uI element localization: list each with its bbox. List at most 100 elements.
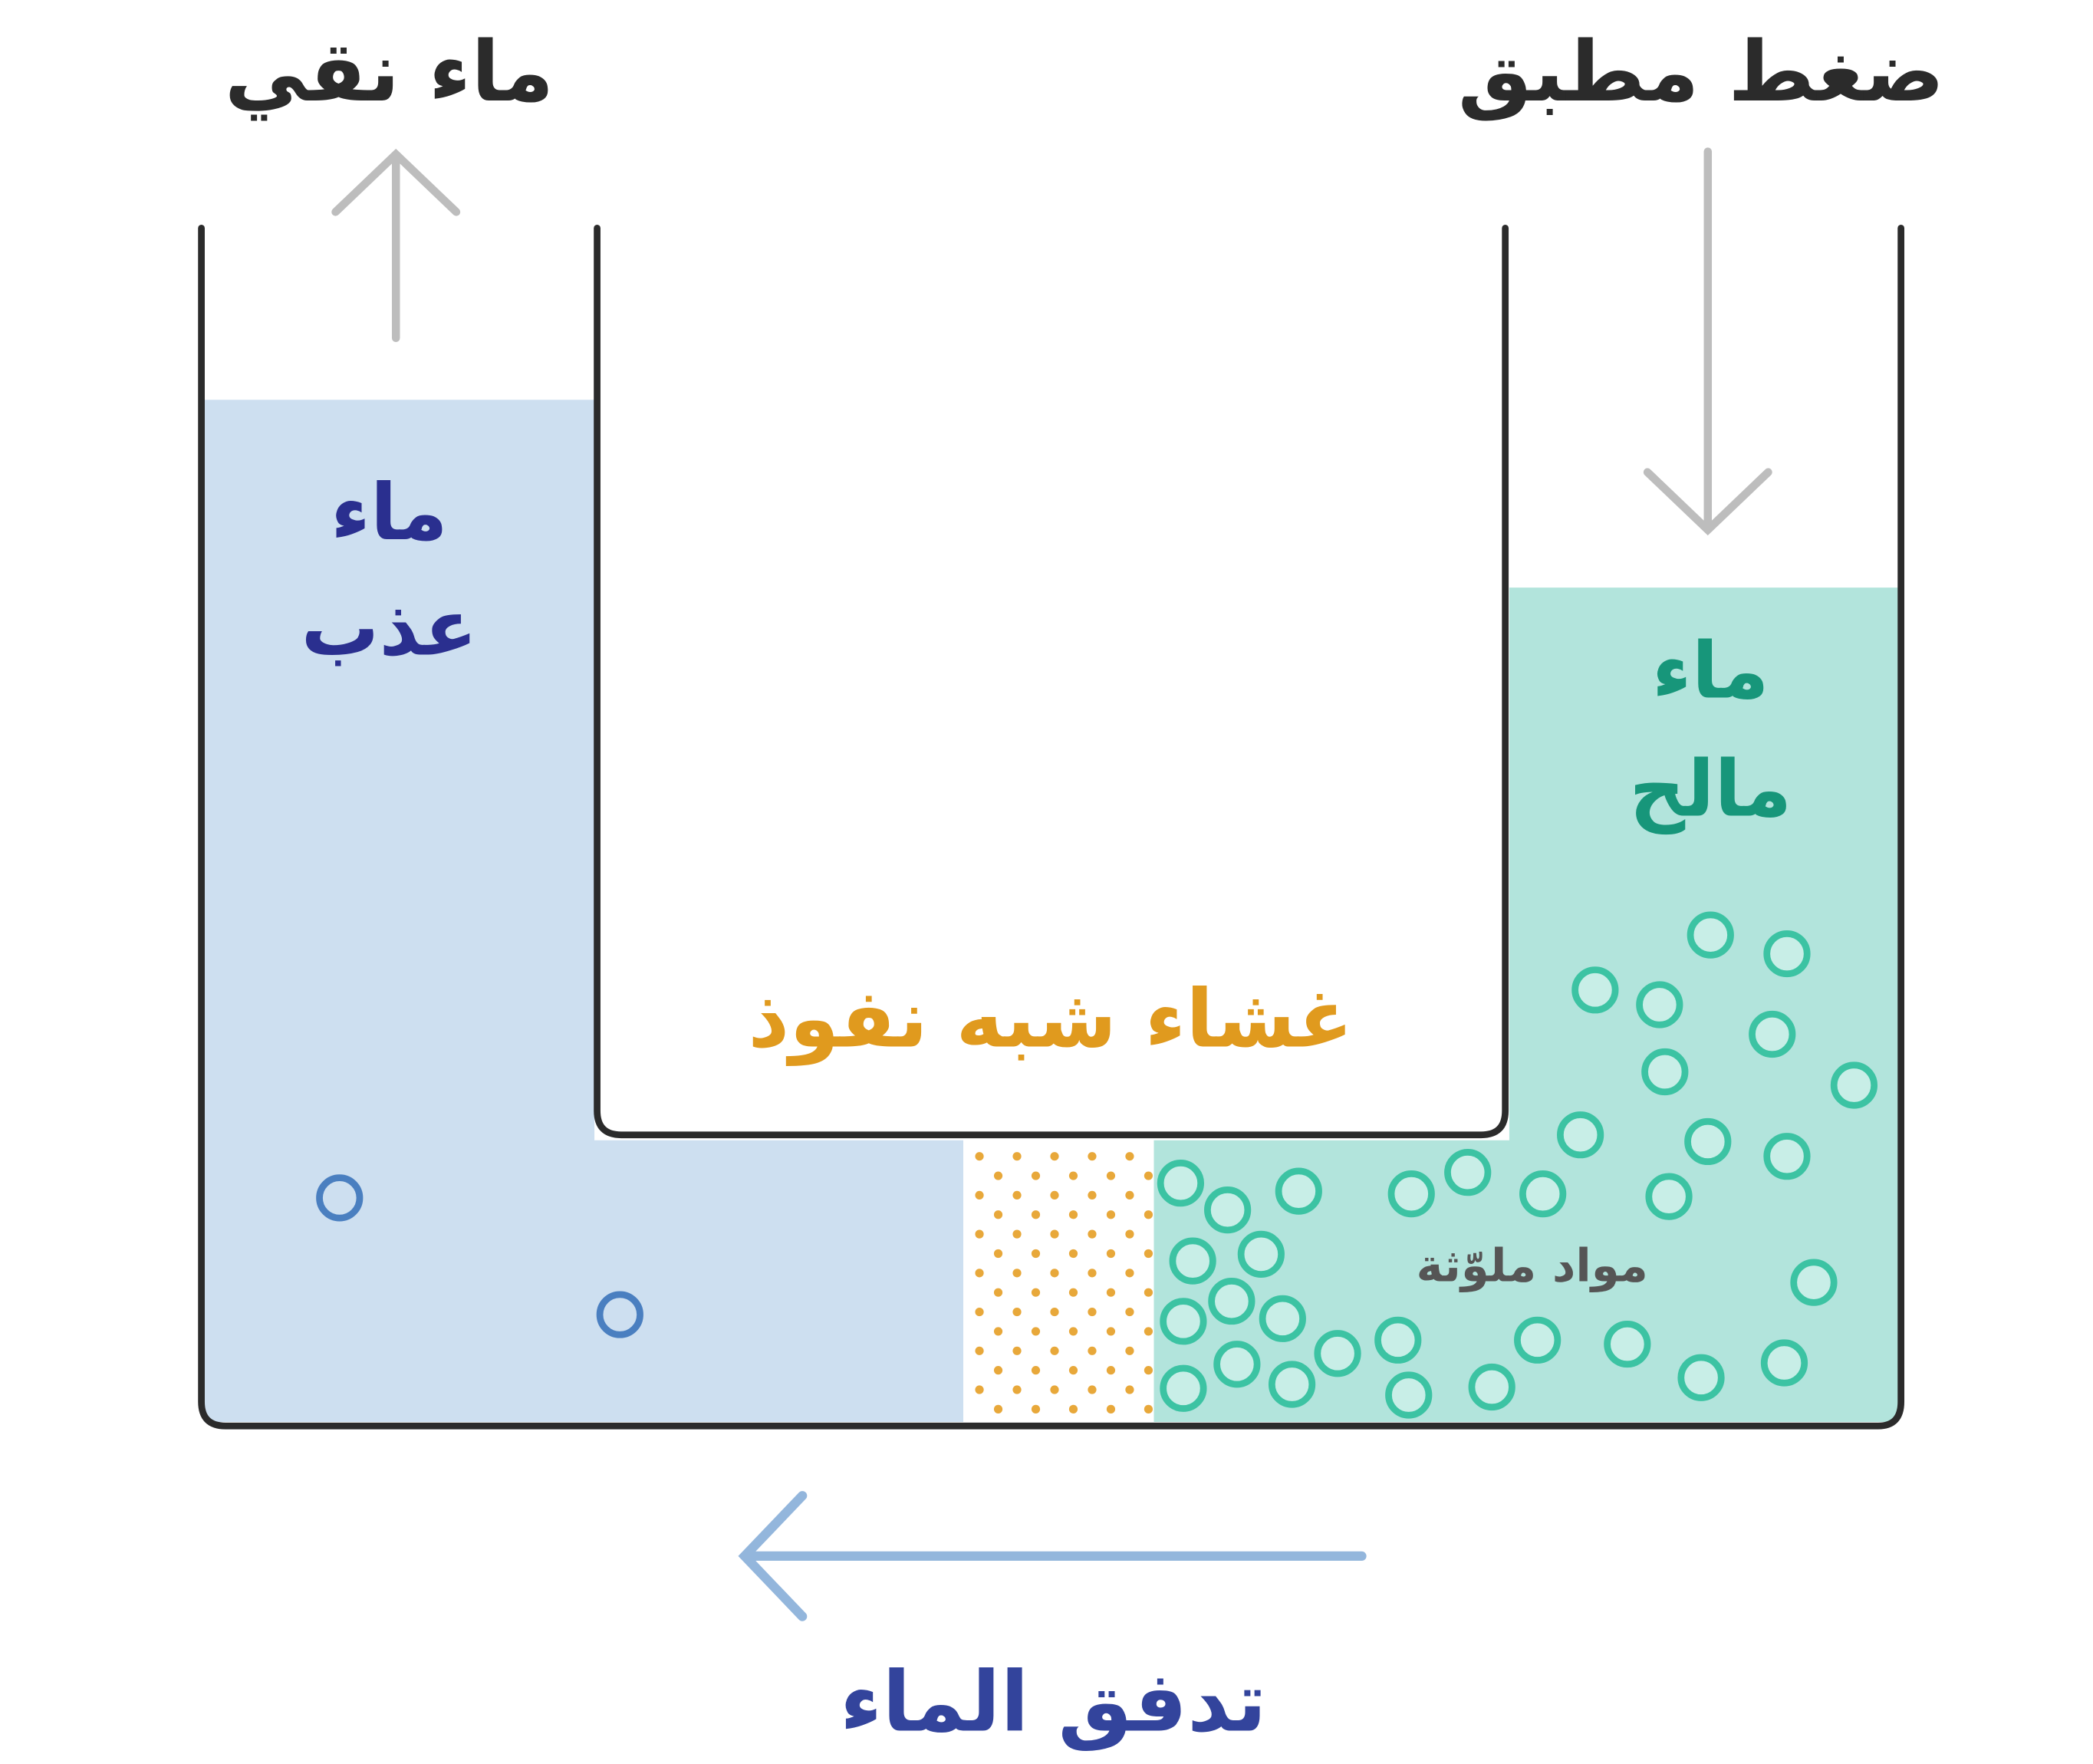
membrane-pore (1106, 1210, 1116, 1219)
membrane-pore (1050, 1346, 1059, 1355)
contaminant-particle (1687, 911, 1734, 959)
membrane-pore (975, 1385, 984, 1394)
membrane-pore (1031, 1210, 1041, 1219)
membrane-pore (1068, 1249, 1078, 1259)
container-outer-wall (198, 224, 1905, 1430)
contaminant-particle (1268, 1361, 1316, 1408)
membrane-pore (1125, 1190, 1134, 1200)
contaminant-particle (1374, 1316, 1422, 1364)
contaminant-particle (1213, 1341, 1261, 1388)
membrane-pore (975, 1229, 984, 1239)
membrane-pore (975, 1190, 984, 1200)
membrane-pore (1012, 1307, 1022, 1317)
membrane-pore (1068, 1366, 1078, 1375)
membrane-pore (1125, 1152, 1134, 1161)
salt-water-label-line2: مالح (1629, 743, 1792, 834)
membrane-pore (1050, 1152, 1059, 1161)
membrane-pore (1031, 1288, 1041, 1297)
membrane-pore (1144, 1171, 1153, 1180)
contaminant-particle (1514, 1316, 1562, 1364)
contaminant-particle (1790, 1259, 1838, 1306)
membrane-pore (1088, 1190, 1097, 1200)
applied-pressure-label: ضغط مطبق (1458, 23, 1945, 121)
membrane-pore (1031, 1249, 1041, 1259)
arrow-up-icon (331, 148, 461, 343)
contaminant-particle (1314, 1330, 1361, 1377)
contaminant-particle (1684, 1117, 1732, 1166)
fresh-water-region (204, 400, 964, 1422)
fresh-water-particle (316, 1174, 364, 1222)
membrane-pore (1012, 1269, 1022, 1278)
membrane-pore (1050, 1229, 1059, 1239)
salt-water-label-line1: ماء (1652, 626, 1769, 716)
membrane-pore (1106, 1404, 1116, 1414)
contaminant-particle (1385, 1371, 1433, 1419)
pure-water-label: ماء نقي (225, 23, 555, 120)
membrane-pore (1125, 1307, 1134, 1317)
membrane-pore (1050, 1307, 1059, 1317)
membrane-pore (1125, 1269, 1134, 1278)
membrane-pore (1088, 1269, 1097, 1278)
contaminant-particle (1645, 1173, 1693, 1220)
contaminant-particle (1237, 1230, 1285, 1278)
membrane-pore (1031, 1327, 1041, 1336)
membrane-pore (1050, 1385, 1059, 1394)
container-inner-wall (594, 224, 1509, 1139)
fresh-water-label-line2: عذب (301, 583, 478, 673)
contaminant-particle (1557, 1111, 1604, 1159)
arrow-left-icon (738, 1491, 1367, 1621)
contaminant-particle (1760, 1339, 1808, 1387)
contaminant-particle (1275, 1167, 1322, 1215)
membrane-pore (993, 1366, 1003, 1375)
membrane-pore (1031, 1171, 1041, 1180)
membrane-pore (1144, 1327, 1153, 1336)
membrane-pore (1088, 1307, 1097, 1317)
membrane-pore (1106, 1171, 1116, 1180)
contaminant-particle (1763, 930, 1811, 978)
water-flow-label: تدفق الماء (840, 1653, 1267, 1751)
membrane-pore (975, 1152, 984, 1161)
membrane-pore (1050, 1269, 1059, 1278)
contaminant-particle (1160, 1364, 1207, 1412)
membrane-pore (1106, 1288, 1116, 1297)
membrane-pore (1068, 1327, 1078, 1336)
membrane-pore (1012, 1152, 1022, 1161)
membrane-pore (1068, 1404, 1078, 1414)
contaminant-particle (1259, 1295, 1306, 1342)
contaminant-particle (1444, 1149, 1492, 1196)
contaminant-particles (1157, 911, 1878, 1419)
salt-water-region (1153, 587, 1899, 1422)
membrane-pore (1106, 1327, 1116, 1336)
contaminant-particle (1160, 1298, 1207, 1345)
contaminant-particle (1157, 1160, 1205, 1207)
contaminant-particle (1204, 1186, 1252, 1234)
membrane-pore (1106, 1249, 1116, 1259)
membrane-pore (993, 1288, 1003, 1297)
contaminant-particle (1641, 1048, 1689, 1096)
membrane-pore (1050, 1190, 1059, 1200)
contaminant-particle (1387, 1170, 1435, 1218)
membrane-pore (1106, 1366, 1116, 1375)
contaminant-particle (1636, 981, 1683, 1028)
membrane-pore (1031, 1404, 1041, 1414)
membrane-pore (993, 1327, 1003, 1336)
fresh-water-label-line1: ماء (331, 467, 448, 558)
membrane-pore (1012, 1190, 1022, 1200)
membrane-pore (1012, 1346, 1022, 1355)
membrane-pore (993, 1210, 1003, 1219)
contaminants-label: مواد ملوّثة (1416, 1239, 1647, 1292)
contaminant-particle (1604, 1320, 1651, 1368)
membrane-pore (1144, 1366, 1153, 1375)
membrane-pore (1088, 1346, 1097, 1355)
membrane-pore (975, 1346, 984, 1355)
arrow-down-icon (1643, 147, 1772, 536)
membrane-pore (975, 1269, 984, 1278)
contaminant-particle (1749, 1010, 1796, 1058)
contaminant-particle (1468, 1363, 1515, 1411)
membrane-pore (993, 1171, 1003, 1180)
contaminant-particle (1830, 1061, 1878, 1109)
contaminant-particle (1571, 966, 1619, 1014)
semipermeable-membrane (963, 1140, 1154, 1422)
contaminant-particle (1677, 1354, 1725, 1401)
